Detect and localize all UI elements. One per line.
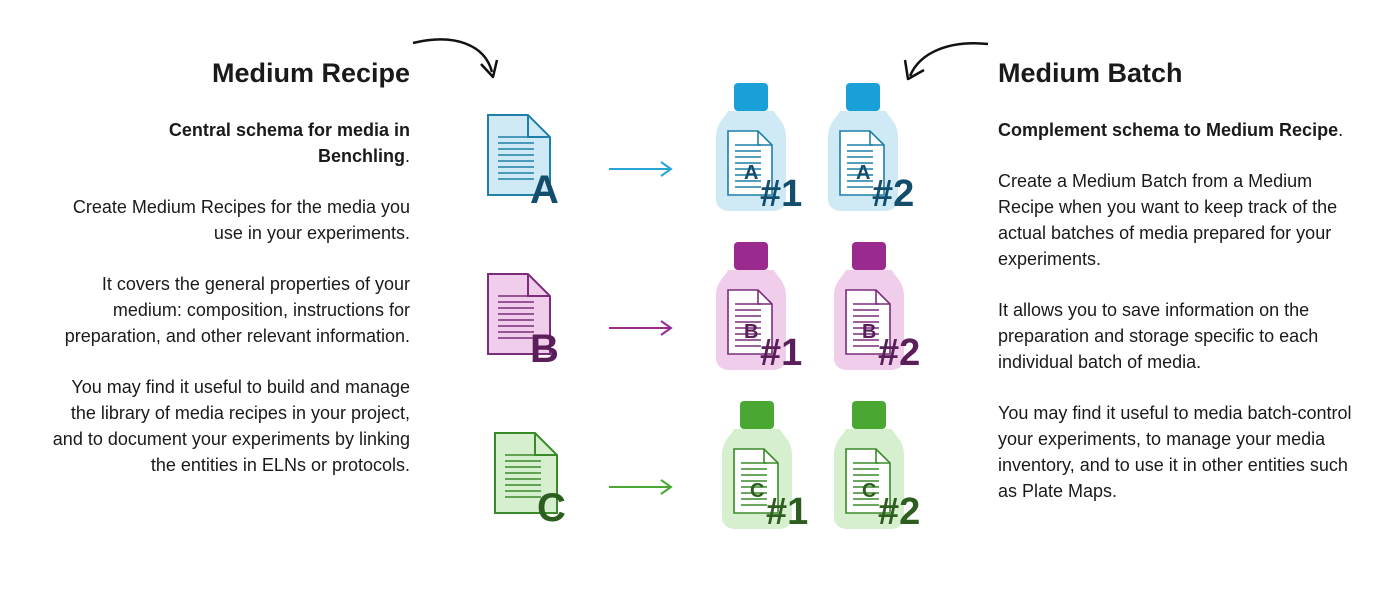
recipe-document-icon: A bbox=[487, 114, 559, 212]
batch-number-label: #2 bbox=[878, 491, 920, 533]
curved-arrow-right-icon bbox=[903, 42, 989, 81]
medium-batch-bottle-icon: C#2 bbox=[834, 401, 920, 533]
arrow-right-icon bbox=[609, 320, 673, 336]
medium-batch-bottle-icon: A#1 bbox=[716, 83, 802, 215]
recipe-paragraph: It covers the general properties of your… bbox=[64, 274, 410, 346]
medium-recipe-title: Medium Recipe bbox=[211, 58, 410, 88]
batch-paragraph: It allows you to save information on the… bbox=[998, 300, 1319, 372]
medium-batch-bottle-icon: C#1 bbox=[722, 401, 808, 533]
recipe-lead-tail: . bbox=[404, 146, 410, 166]
batch-number-label: #2 bbox=[878, 332, 920, 374]
recipe-letter-label: C bbox=[537, 486, 566, 530]
batch-paragraph: You may find it useful to media batch-co… bbox=[998, 403, 1352, 501]
bottle-letter-label: A bbox=[744, 162, 758, 184]
arrow-right-icon bbox=[609, 479, 673, 495]
bottle-letter-label: C bbox=[862, 480, 876, 502]
recipe-lead-bold-2: Benchling bbox=[317, 146, 405, 166]
recipe-lead-bold-1: Central schema for media in bbox=[168, 120, 410, 140]
bottle-letter-label: A bbox=[856, 162, 870, 184]
recipe-paragraph: Create Medium Recipes for the media you … bbox=[72, 197, 410, 243]
bottle-letter-label: B bbox=[862, 321, 876, 343]
batch-number-label: #1 bbox=[760, 173, 802, 215]
batch-lead-tail: . bbox=[1338, 120, 1344, 140]
medium-batch-lead: Complement schema to Medium Recipe. bbox=[998, 117, 1358, 143]
batch-lead-bold: Complement schema to Medium Recipe bbox=[998, 120, 1339, 140]
bottle-letter-label: B bbox=[744, 321, 758, 343]
medium-batch-panel: Medium Batch Complement schema to Medium… bbox=[998, 57, 1358, 529]
batch-number-label: #1 bbox=[760, 332, 802, 374]
medium-recipe-lead: Central schema for media in Benchling. bbox=[50, 117, 410, 169]
recipe-paragraph: You may find it useful to build and mana… bbox=[52, 377, 410, 475]
medium-batch-bottle-icon: B#1 bbox=[716, 242, 802, 374]
medium-batch-bottle-icon: B#2 bbox=[834, 242, 920, 374]
medium-recipe-panel: Medium Recipe Central schema for media i… bbox=[50, 57, 410, 503]
recipe-letter-label: B bbox=[530, 327, 559, 371]
recipe-letter-label: A bbox=[530, 168, 559, 212]
arrow-right-icon bbox=[609, 161, 673, 177]
medium-batch-title: Medium Batch bbox=[998, 58, 1183, 88]
recipe-document-icon: C bbox=[494, 432, 566, 530]
medium-batch-bottle-icon: A#2 bbox=[828, 83, 914, 215]
batch-number-label: #2 bbox=[872, 173, 914, 215]
batch-number-label: #1 bbox=[766, 491, 808, 533]
batch-paragraph: Create a Medium Batch from a Medium Reci… bbox=[998, 171, 1338, 269]
recipe-document-icon: B bbox=[487, 273, 559, 371]
curved-arrow-left-icon bbox=[412, 38, 499, 79]
bottle-letter-label: C bbox=[750, 480, 764, 502]
